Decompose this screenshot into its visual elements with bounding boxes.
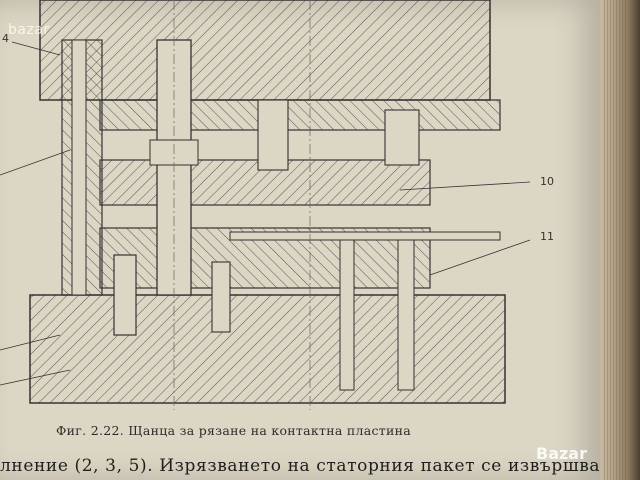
left-column-core [71,39,87,296]
leader-line-11 [429,239,531,276]
ejector-pin [339,239,355,391]
page-edge-texture [604,0,626,480]
leader-line-10 [399,181,531,191]
figure-caption: Фиг. 2.22. Щанца за рязане на контактна … [56,423,412,438]
body-text-line: лнение (2, 3, 5). Изрязването на статорн… [0,456,601,476]
base-plate [29,294,506,404]
punch-pin [113,254,137,336]
ejector-pin-2 [397,239,415,391]
part-label-10: 10 [540,175,554,188]
leader-line-left-3 [0,369,71,386]
center-block [257,99,289,171]
technical-drawing [0,0,531,410]
leader-line-4 [11,41,61,56]
spring-block [384,109,420,166]
top-plate [39,0,491,101]
watermark-top: bazar [8,22,50,38]
part-label-11: 11 [540,230,554,243]
leader-line-left-2 [0,334,61,351]
contact-strip [229,231,501,241]
page-edge [600,0,640,480]
leader-line-left-1 [0,149,71,176]
punch-pin-2 [211,261,231,333]
bazar-logo: Bazar [536,444,587,463]
part-label-4: 4 [2,32,9,45]
